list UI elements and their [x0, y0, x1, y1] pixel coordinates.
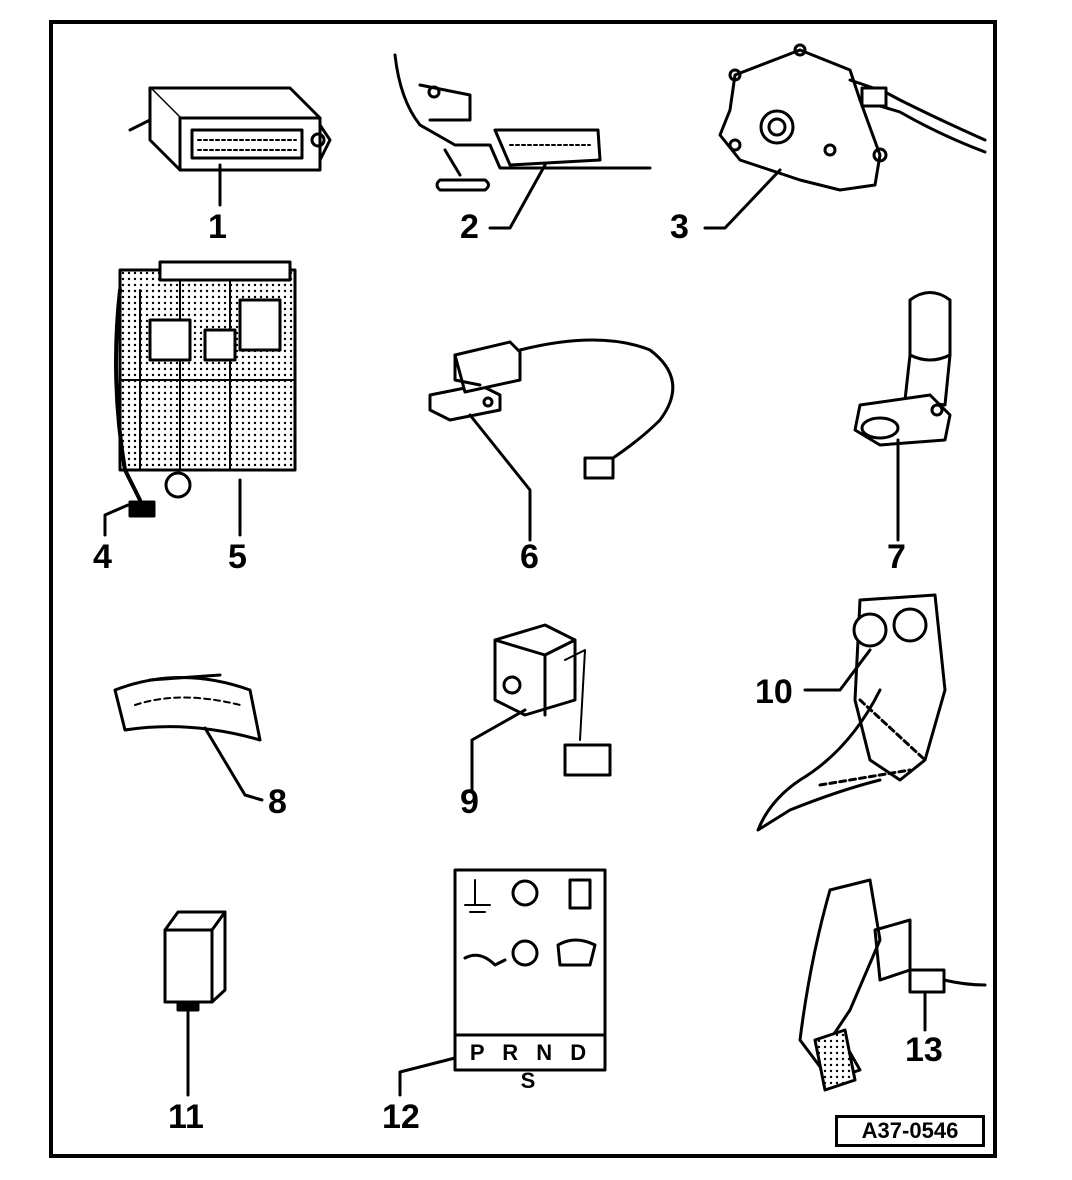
callout-11: 11	[168, 1098, 204, 1136]
relay-drawing	[163, 910, 227, 1097]
control-module-drawing	[128, 86, 332, 207]
brake-pedal-drawing	[798, 878, 987, 1092]
callout-10: 10	[755, 673, 793, 711]
callout-13: 13	[905, 1031, 943, 1069]
callout-12: 12	[382, 1098, 420, 1136]
callout-9: 9	[460, 783, 479, 821]
indicator-plate-drawing	[113, 673, 264, 802]
callout-1: 1	[208, 208, 227, 246]
solenoid-drawing	[470, 623, 612, 792]
speed-sender-drawing	[428, 338, 675, 542]
diagnostic-connector-drawing	[393, 53, 652, 230]
instrument-display-drawing	[398, 868, 607, 1097]
valve-body-drawing	[103, 260, 297, 537]
callout-4: 4	[93, 538, 112, 576]
accelerator-pedal-drawing	[756, 593, 947, 832]
display-gear-indicator: P R N D S	[469, 1040, 593, 1093]
callout-3: 3	[670, 208, 689, 246]
callout-7: 7	[887, 538, 906, 576]
callout-6: 6	[520, 538, 539, 576]
callout-8: 8	[268, 783, 287, 821]
figure-frame	[49, 20, 997, 1158]
transmission-sensor-drawing	[853, 291, 952, 542]
multifunction-switch-drawing	[703, 43, 987, 230]
callout-5: 5	[228, 538, 247, 576]
callout-2: 2	[460, 208, 479, 246]
figure-id-label: A37-0546	[835, 1115, 985, 1147]
